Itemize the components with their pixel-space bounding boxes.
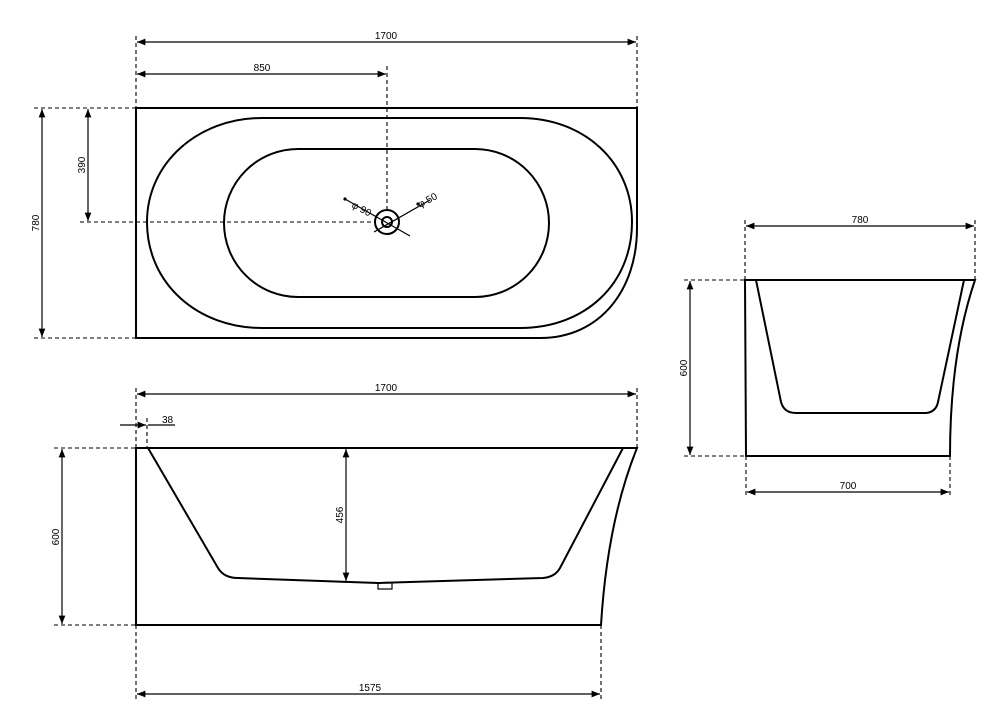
tub-basin-top (223, 148, 550, 298)
top-view: 1700 850 780 390 φ 90 φ 50 (31, 31, 638, 339)
tub-basin-side (755, 279, 965, 414)
waste-diameter-90-label: φ 90 (350, 200, 374, 219)
base-length-label: 1575 (359, 683, 382, 694)
tub-outline-top (135, 107, 638, 339)
side-view: 780 600 700 (679, 215, 977, 496)
rim-offset-label: 38 (162, 415, 174, 426)
top-width-label: 780 (31, 214, 42, 231)
tub-basin-front (147, 447, 624, 585)
drain-icon (343, 197, 431, 237)
side-base-width-label: 700 (840, 481, 857, 492)
tub-outline-side (743, 279, 977, 457)
front-length-label: 1700 (375, 383, 398, 394)
inner-depth-label: 456 (335, 506, 346, 523)
front-view: 1700 38 600 456 1575 (51, 383, 639, 700)
drain-from-top-label: 390 (77, 156, 88, 173)
top-length-label: 1700 (375, 31, 398, 42)
tub-rim-top (145, 117, 634, 329)
tub-outline-front (135, 447, 639, 626)
side-top-width-label: 780 (852, 215, 869, 226)
front-height-label: 600 (51, 528, 62, 545)
side-height-label: 600 (679, 359, 690, 376)
waste-diameter-50-label: φ 50 (416, 191, 440, 210)
drain-offset-label: 850 (254, 63, 271, 74)
waste-outlet-icon (377, 582, 393, 590)
